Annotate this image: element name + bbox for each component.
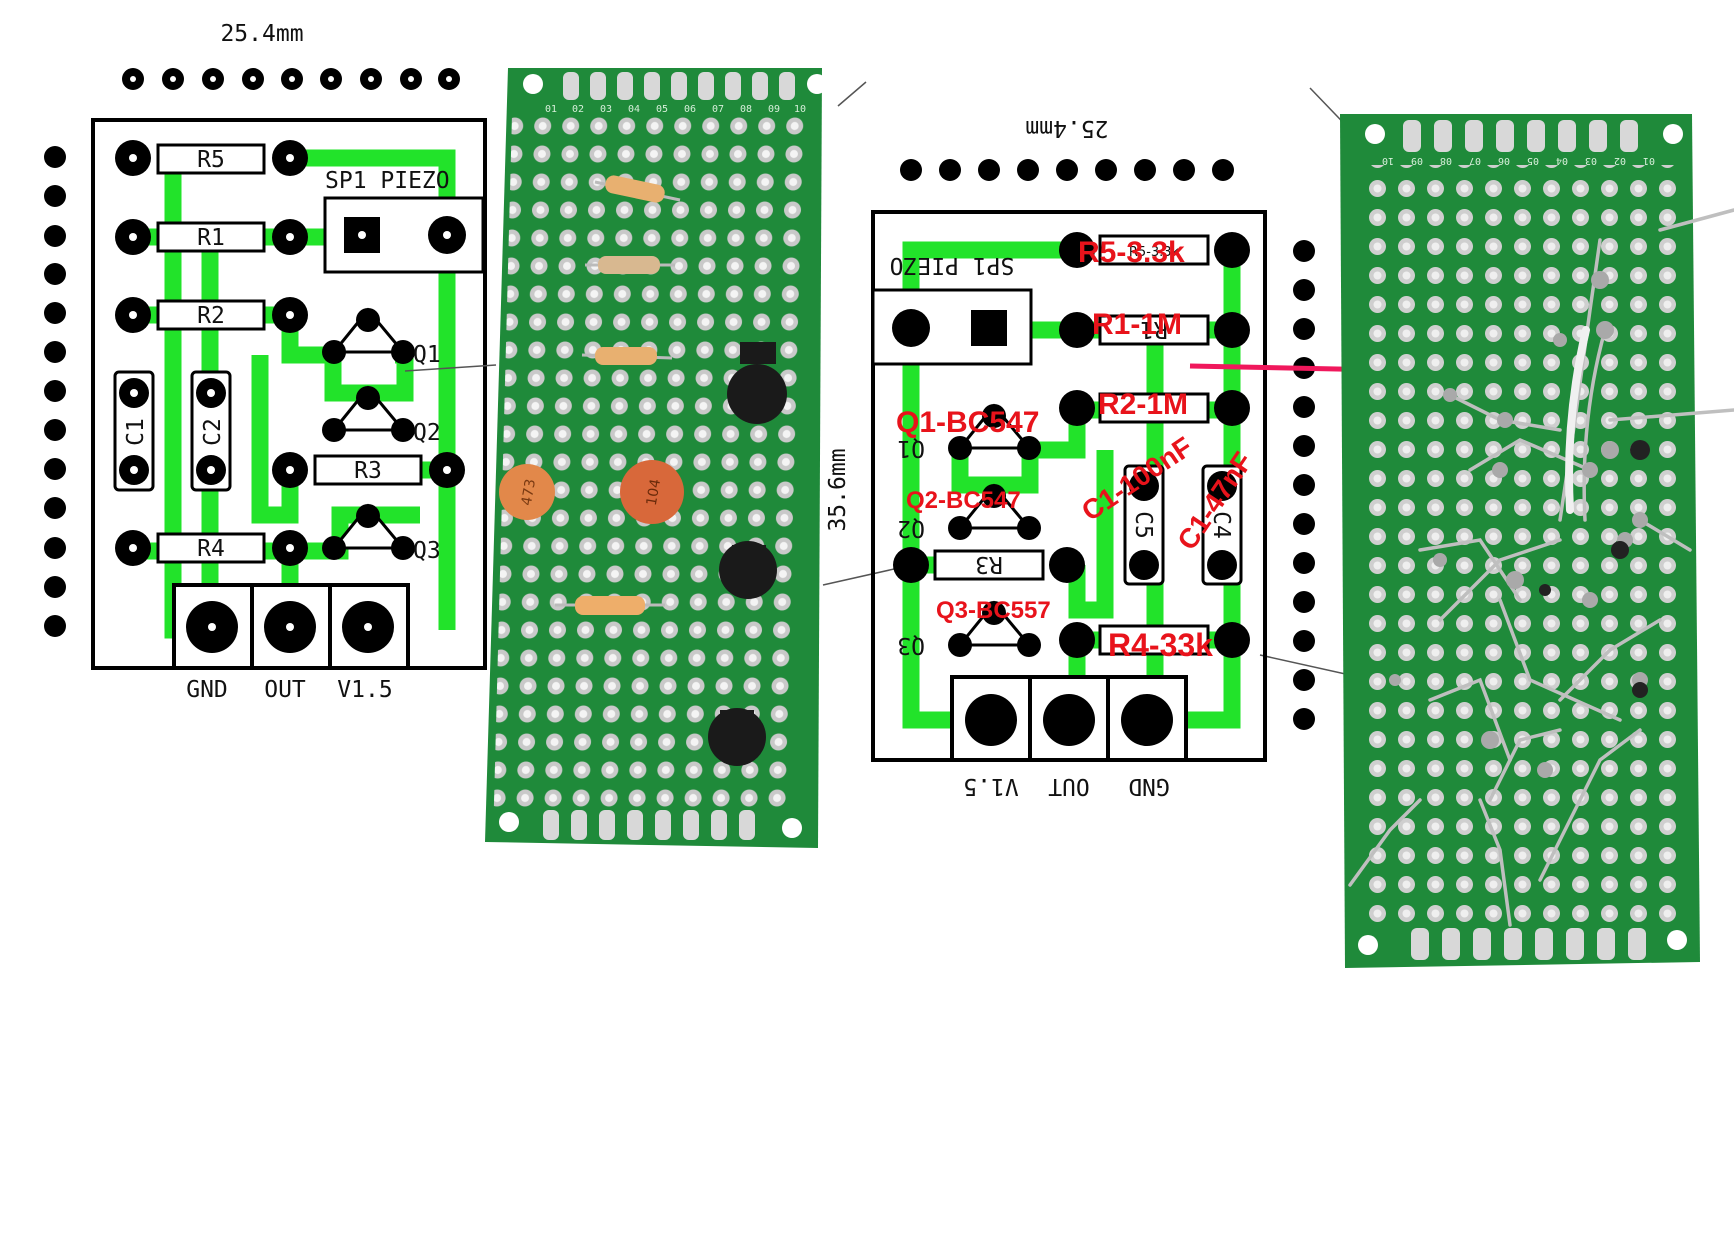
svg-text:OUT: OUT [1048,773,1090,799]
left-transistor-q2: Q2 [322,385,441,446]
svg-text:OUT: OUT [264,677,306,703]
annotation-q1: Q1-BC547 [896,406,1039,439]
svg-text:V1.5: V1.5 [337,677,392,703]
svg-text:GND: GND [1128,773,1170,799]
svg-text:01: 01 [1643,155,1655,166]
annotation-r4: R4-33k [1108,627,1213,663]
svg-text:SP1 PIEZO: SP1 PIEZO [890,252,1015,278]
annotation-r2: R2-1M [1098,388,1188,421]
svg-text:C5: C5 [1130,511,1156,539]
front-transistor-1 [727,364,787,424]
left-transistor-q1: Q1 [322,307,441,368]
svg-text:Q1: Q1 [897,435,925,461]
svg-text:08: 08 [740,104,752,115]
svg-text:03: 03 [1585,155,1597,166]
svg-text:Q2: Q2 [897,515,925,541]
svg-text:04: 04 [628,104,640,115]
left-side-pad-column [44,146,66,637]
svg-text:C2: C2 [200,418,226,446]
svg-text:07: 07 [1469,155,1481,166]
svg-text:10: 10 [1382,155,1394,166]
left-terminal-block: GND OUT V1.5 [172,583,410,703]
annotation-q3: Q3-BC557 [936,597,1051,624]
svg-text:GND: GND [186,677,228,703]
svg-text:09: 09 [768,104,780,115]
annotation-q2: Q2-BC547 [906,487,1021,514]
board-back: 10 09 08 07 06 05 04 03 02 01 [1340,114,1734,968]
svg-text:V1.5: V1.5 [963,773,1018,799]
front-resistor-1 [594,175,681,203]
svg-text:25.4mm: 25.4mm [1025,115,1108,141]
svg-text:R3: R3 [354,458,382,484]
svg-text:104: 104 [644,478,664,507]
annotation-r1: R1-1M [1092,308,1182,341]
svg-text:09: 09 [1411,155,1423,166]
left-resistor-r4: R4 [115,530,308,566]
svg-text:R5-3.3k: R5-3.3k [1129,245,1180,260]
left-capacitor-c1: C1 [113,370,155,492]
svg-text:R5: R5 [197,147,225,173]
svg-text:R1: R1 [197,225,225,251]
left-resistor-r3: R3 [272,452,465,488]
svg-text:Q1: Q1 [413,342,441,368]
svg-text:C1: C1 [123,418,149,446]
svg-text:05: 05 [656,104,668,115]
mid-layout: 25.4mm 35.6mm [825,115,1315,799]
svg-text:SP1 PIEZO: SP1 PIEZO [325,168,450,194]
left-capacitor-c2: C2 [190,370,232,492]
svg-text:R4: R4 [197,536,225,562]
svg-text:R1: R1 [1140,316,1168,342]
left-dimension-label: 25.4mm [220,21,303,47]
svg-text:08: 08 [1440,155,1452,166]
svg-text:10: 10 [794,104,806,115]
front-capacitor-104: 104 [620,460,684,524]
svg-text:06: 06 [684,104,696,115]
svg-text:02: 02 [572,104,584,115]
left-resistor-r2: R2 [115,297,308,333]
left-piezo: SP1 PIEZO [323,168,485,274]
left-layout: 25.4mm [44,21,487,703]
annotation-r5: R5-3.3k [1078,236,1185,269]
front-capacitor-473: 473 [499,464,555,520]
svg-text:Q2: Q2 [413,420,441,446]
svg-text:Q3: Q3 [897,632,925,658]
svg-text:R2: R2 [197,303,225,329]
svg-text:06: 06 [1498,155,1510,166]
svg-text:04: 04 [1556,155,1568,166]
front-resistor-3 [581,347,673,365]
svg-text:07: 07 [712,104,724,115]
left-resistor-r5: R5 [115,140,308,176]
svg-text:C4: C4 [1208,511,1234,539]
svg-text:35.6mm: 35.6mm [825,448,851,531]
left-transistor-q3: Q3 [322,503,441,564]
svg-text:05: 05 [1527,155,1539,166]
left-resistor-r1: R1 [115,219,308,255]
svg-text:01: 01 [545,104,557,115]
front-resistor-4 [555,596,665,615]
svg-text:02: 02 [1614,155,1626,166]
svg-text:03: 03 [600,104,612,115]
svg-text:R3: R3 [975,551,1003,577]
board-front: 01 02 03 04 05 06 07 08 09 10 [485,68,827,848]
svg-text:Q3: Q3 [413,538,441,564]
svg-text:473: 473 [519,478,539,507]
front-resistor-2 [585,256,675,274]
